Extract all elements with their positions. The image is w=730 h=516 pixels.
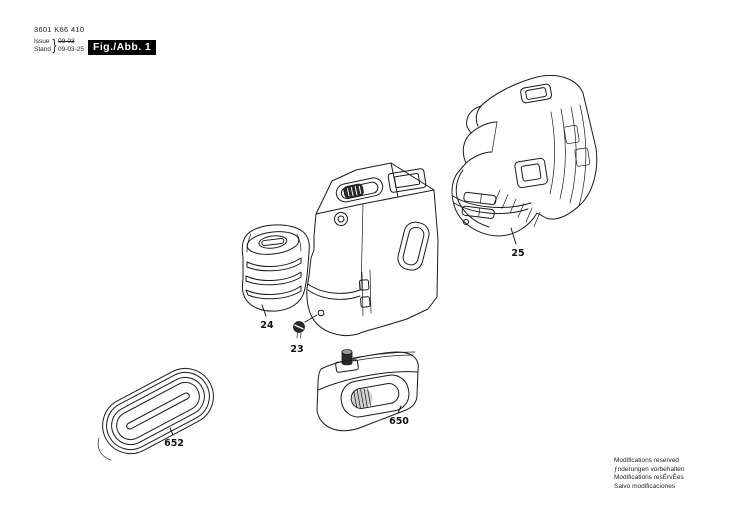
notice-line-es: Salvo modificaciones bbox=[614, 482, 676, 490]
slider-switch bbox=[335, 177, 384, 203]
part-label-650: 650 bbox=[389, 416, 409, 427]
screw-hole bbox=[317, 309, 325, 317]
notice-line-de: ƒnderungen vorbehalten bbox=[614, 465, 685, 473]
part-label-24: 24 bbox=[260, 320, 274, 331]
issue-value: 09-03 bbox=[58, 37, 75, 45]
part-label-23: 23 bbox=[290, 344, 303, 355]
part-24-rubber-cap-drawing: 24 bbox=[241, 224, 310, 331]
leader-line-23 bbox=[304, 314, 318, 323]
modifications-notice: Modifications reserved ƒnderungen vorbeh… bbox=[614, 457, 684, 491]
leader-line-650 bbox=[397, 405, 402, 414]
brace-glyph: } bbox=[52, 37, 57, 54]
notice-line-en: Modifications reserved bbox=[614, 457, 680, 464]
main-body-drawing bbox=[306, 162, 439, 337]
lens-boss-outline bbox=[334, 212, 348, 226]
part-25-housing-shell-drawing: 25 bbox=[451, 74, 598, 259]
issue-stand-block: Issue Stand } 09-03 09-03-25 bbox=[34, 37, 84, 54]
document-header: 3601 K66 410 Issue Stand } 09-03 09-03-2… bbox=[34, 25, 84, 54]
top-window bbox=[387, 168, 427, 193]
part-label-652: 652 bbox=[164, 438, 184, 449]
figure-badge: Fig./Abb. 1 bbox=[88, 40, 157, 55]
handle-cutout bbox=[397, 221, 430, 271]
stand-label: Stand bbox=[34, 45, 51, 53]
issue-label: Issue bbox=[34, 37, 50, 45]
stand-value: 09-03-25 bbox=[58, 45, 85, 53]
leader-line-25 bbox=[510, 227, 517, 245]
part-650-base-drawing: 650 bbox=[316, 349, 419, 432]
type-number: 3601 K66 410 bbox=[34, 25, 85, 34]
leader-line-652 bbox=[169, 427, 174, 436]
leader-line-24 bbox=[261, 304, 267, 317]
part-23-screw-drawing: 23 bbox=[290, 314, 318, 355]
notice-line-fr: Modifications resÉrvÉes bbox=[614, 474, 684, 481]
part-652-pouch-drawing: 652 bbox=[97, 367, 214, 461]
part-label-25: 25 bbox=[511, 248, 524, 259]
